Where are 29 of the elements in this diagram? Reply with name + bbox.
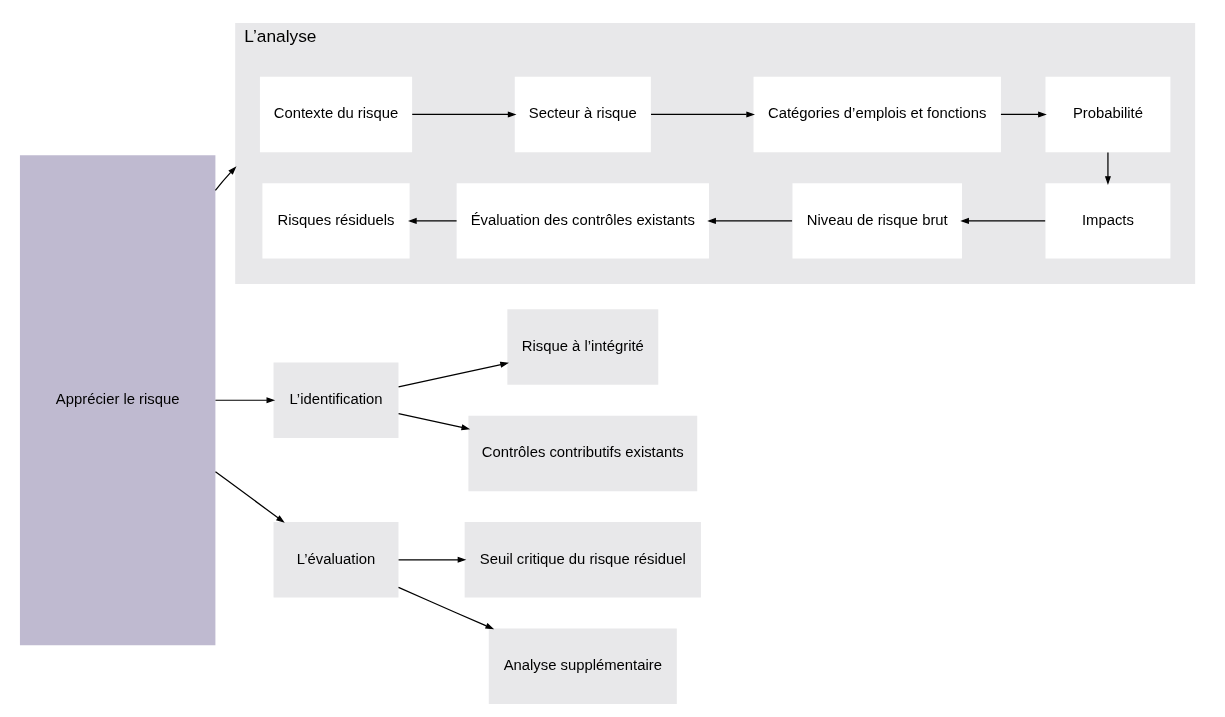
node-box: Impacts bbox=[1045, 183, 1171, 259]
arrow bbox=[214, 397, 276, 404]
arrow bbox=[397, 586, 495, 630]
arrow bbox=[1000, 111, 1047, 118]
node-box: Probabilité bbox=[1045, 76, 1171, 153]
node-box: Contrôles contributifs existants bbox=[468, 415, 698, 492]
node-box: Secteur à risque bbox=[514, 76, 651, 153]
arrow bbox=[411, 111, 517, 118]
arrow bbox=[397, 413, 471, 431]
arrow bbox=[408, 217, 458, 224]
node-box: Contexte du risque bbox=[259, 76, 413, 153]
node-box: Catégories d’emplois et fonctions bbox=[753, 76, 1001, 153]
arrow bbox=[214, 471, 285, 523]
arrow bbox=[214, 166, 237, 191]
arrow bbox=[397, 556, 467, 563]
node-box: Risques résiduels bbox=[262, 183, 410, 259]
arrow bbox=[707, 217, 793, 224]
node-box: Seuil critique du risque résiduel bbox=[464, 522, 701, 598]
arrow bbox=[397, 361, 509, 388]
node-box: Analyse supplémentaire bbox=[488, 628, 677, 704]
node-box: Évaluation des contrôles existants bbox=[456, 183, 709, 259]
node-box: L’évaluation bbox=[273, 522, 399, 598]
node-box: L’identification bbox=[273, 362, 399, 438]
node-box: Risque à l’intégrité bbox=[507, 309, 659, 385]
node-box: Apprécier le risque bbox=[19, 155, 216, 646]
arrow bbox=[960, 217, 1046, 224]
arrow bbox=[650, 111, 755, 118]
arrow bbox=[1104, 151, 1111, 185]
node-box: Niveau de risque brut bbox=[792, 183, 962, 259]
